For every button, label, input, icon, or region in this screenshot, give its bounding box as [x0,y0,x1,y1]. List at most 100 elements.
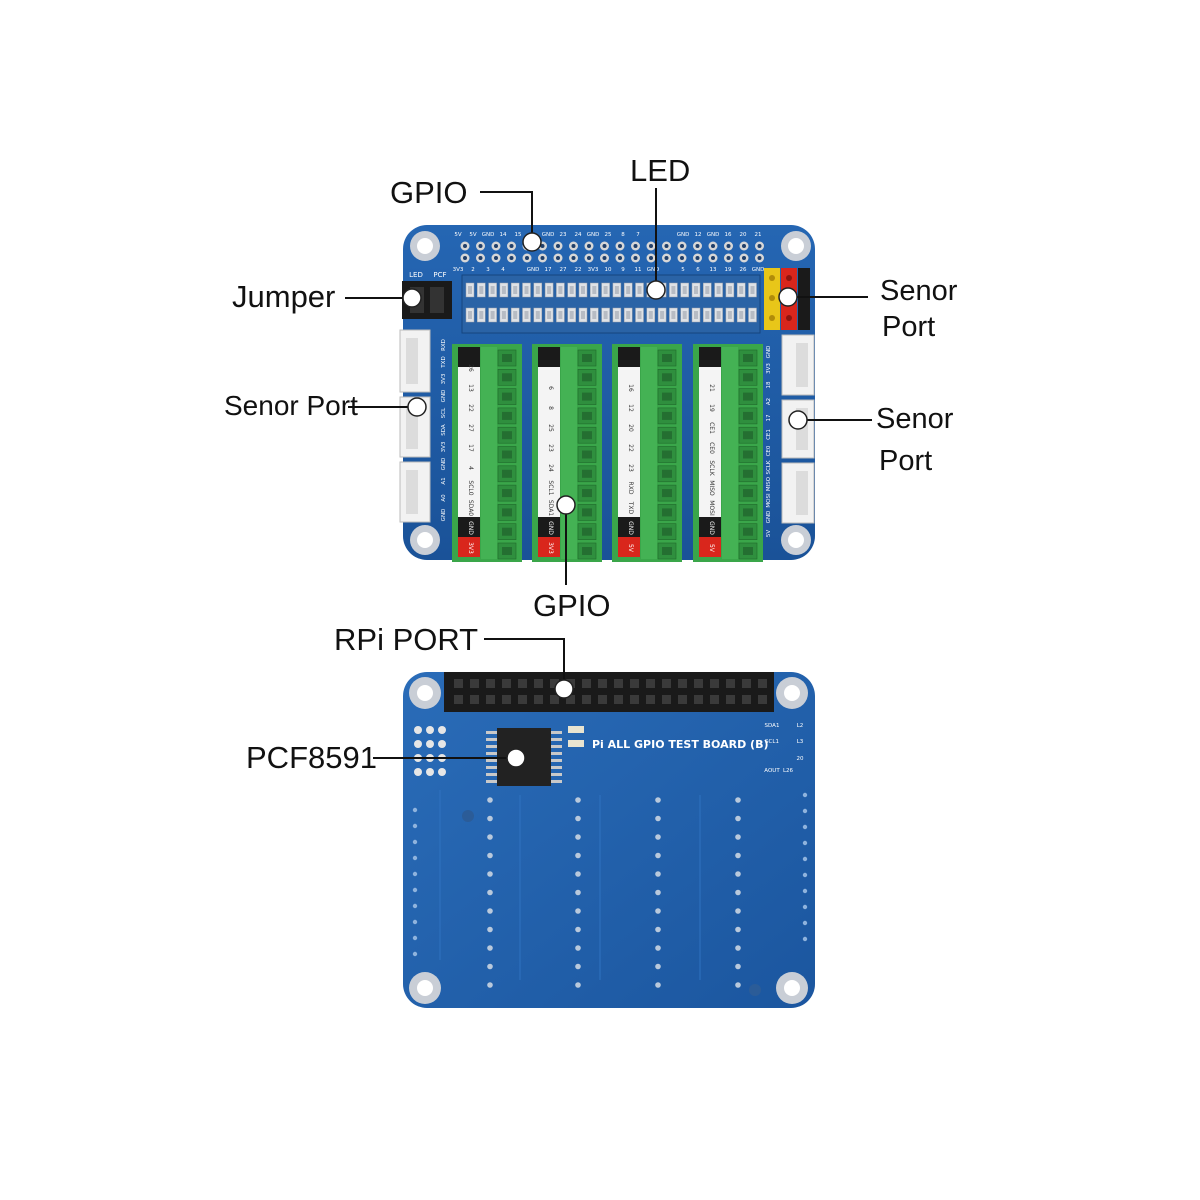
led-lens [535,286,540,294]
via [412,839,418,845]
rpi-hole [726,695,735,704]
solder-joint [487,852,493,859]
header-pin-hole [556,244,560,248]
led-lens [468,311,472,319]
chip-pin [550,752,562,755]
terminal-screw-slot [582,527,592,536]
header-label: 2 [471,267,475,273]
side-label: CE0 [766,445,772,456]
mounting-hole [409,972,441,1004]
solder-joint [735,834,741,840]
header-label: 23 [560,232,567,238]
via [802,888,808,894]
header-pin-hole [664,256,669,260]
solder-joint [735,871,741,877]
callout-senor-port-right-mid-1: Senor [876,403,954,435]
terminal-label: 27 [467,424,474,432]
solder-joint [575,852,581,859]
rpi-hole [726,679,735,688]
solder-joint [487,926,493,933]
callout-lines [345,188,872,768]
header-pin-hole [664,244,669,248]
via [414,726,422,734]
led-lens [592,311,597,319]
header-pin-hole [680,256,684,260]
led-lens [750,286,755,294]
terminal-screw-slot [502,450,512,459]
silk-label: L26 [783,768,794,774]
terminal-screw-slot [502,489,512,498]
led-lens [479,286,484,294]
header-pin-hole [680,244,684,248]
solder-joint [575,926,581,933]
header-label: 15 [515,232,522,238]
terminal-screw-slot [743,450,753,459]
side-label: 17 [766,414,772,421]
side-label: GND [441,509,447,522]
callout-rpi-port: RPi PORT [334,622,479,657]
led-lens [637,286,642,294]
chip-pin [486,738,498,741]
header-pin-hole [726,244,731,248]
terminal-label: TXD [627,501,634,515]
terminal-screw-slot [662,431,672,440]
silk-label: SCL1 [765,739,779,745]
chip-pin [486,773,498,776]
via [412,823,418,829]
rpi-hole [454,695,463,704]
header-label: GND [482,232,495,238]
solder-joint [575,945,581,951]
via [802,792,808,798]
rpi-hole [470,679,479,688]
solder-joint [487,815,493,822]
solder-joint [487,871,493,877]
terminal-label: SDA1 [547,500,554,516]
solder-joint [575,834,581,840]
header-label: 19 [725,267,732,273]
rpi-hole [678,679,687,688]
header-pin-hole [742,244,746,248]
via [412,807,418,813]
terminal-label: RXD [627,482,634,495]
led-lens [637,311,642,319]
terminal-label: 3V3 [547,542,554,554]
solder-joint [575,908,581,914]
callout-gpio-bottom: GPIO [533,588,611,623]
terminal-label: GND [547,521,554,535]
header-label: 9 [621,267,625,273]
solder-joint [487,963,493,970]
terminal-screw-slot [582,489,592,498]
rpi-hole [486,679,495,688]
header-label: 3V3 [453,267,464,273]
header-label: GND [527,267,540,273]
rpi-hole [598,695,607,704]
terminal-label-red [458,537,480,557]
side-label: 18 [766,381,772,388]
callout-gpio-top: GPIO [390,175,468,210]
terminal-label-red [699,537,721,557]
led-lens [614,286,619,294]
header-pin-hole [695,244,700,248]
solder-joint [575,797,581,803]
terminal-screw-slot [743,373,753,382]
rpi-hole [710,695,719,704]
side-label: TXD [441,356,447,368]
rpi-hole [694,679,703,688]
header-label: GND [647,267,660,273]
solder-joint [735,797,741,803]
header-label: GND [707,232,720,238]
header-label: 5V [454,232,461,238]
side-label: 3V3 [441,373,447,384]
via [438,726,446,734]
led-lens [682,286,687,294]
header-pin-hole [571,256,576,260]
rpi-hole [614,679,623,688]
header-pin-hole [711,244,715,248]
terminal-screw-slot [662,354,672,362]
terminal-label: SCLK [708,460,715,476]
led-lens [727,286,732,294]
header-label: 17 [545,267,552,273]
solder-joint [655,834,661,840]
